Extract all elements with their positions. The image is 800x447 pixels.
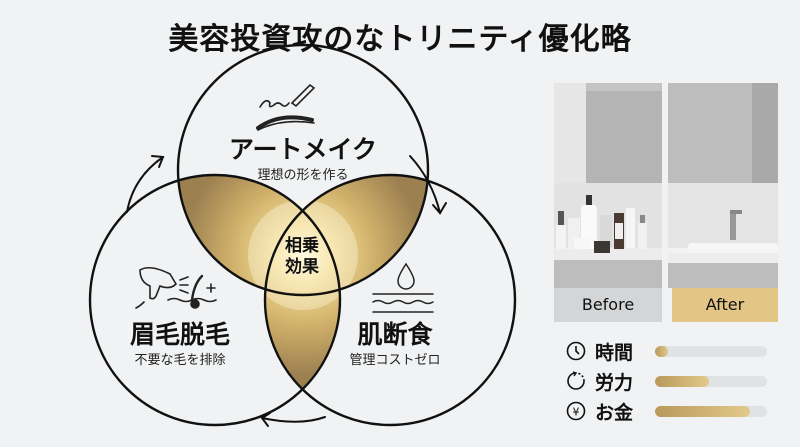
cycle-arrow-icon bbox=[126, 155, 447, 427]
venn-top-label: アートメイク 理想の形を作る bbox=[203, 135, 403, 185]
metric-money-bar bbox=[655, 406, 767, 417]
synergy-label: 相乗 効果 bbox=[285, 236, 319, 277]
before-photo bbox=[554, 83, 662, 288]
refresh-cycle-icon bbox=[565, 370, 587, 392]
metric-time-label: 時間 bbox=[595, 341, 634, 364]
art-make-subtitle: 理想の形を作る bbox=[257, 168, 349, 183]
skin-fast-heading: 肌断食 bbox=[357, 320, 433, 349]
brow-wax-subtitle: 不要な毛を排除 bbox=[134, 353, 226, 368]
metric-effort: 労力 bbox=[565, 368, 649, 394]
after-photo bbox=[668, 83, 778, 288]
svg-text:¥: ¥ bbox=[573, 406, 580, 419]
venn-left-label: 眉毛脱毛 不要な毛を排除 bbox=[100, 320, 260, 370]
before-label: Before bbox=[554, 288, 662, 322]
circle-skin-fast bbox=[263, 173, 517, 427]
metric-money: ¥ お金 bbox=[565, 398, 649, 424]
clock-icon bbox=[565, 340, 587, 362]
venn-right-label: 肌断食 管理コストゼロ bbox=[330, 320, 460, 370]
metric-money-label: お金 bbox=[595, 401, 634, 424]
metric-time: 時間 bbox=[565, 338, 649, 364]
metric-effort-label: 労力 bbox=[595, 371, 634, 394]
eyebrow-pen-icon bbox=[256, 83, 316, 131]
circle-brow-wax bbox=[88, 173, 342, 427]
page-title: 美容投資攻のなトリニティ優化略 bbox=[168, 22, 632, 57]
metric-effort-bar bbox=[655, 376, 767, 387]
hair-removal-device-icon bbox=[135, 266, 217, 309]
after-label: After bbox=[672, 288, 778, 322]
circle-art-make bbox=[176, 43, 430, 297]
skin-water-drop-icon bbox=[372, 262, 434, 313]
yen-icon: ¥ bbox=[565, 400, 587, 422]
brow-wax-heading: 眉毛脱毛 bbox=[129, 320, 230, 349]
metric-time-bar bbox=[655, 346, 767, 357]
art-make-heading: アートメイク bbox=[228, 135, 377, 164]
skin-fast-subtitle: 管理コストゼロ bbox=[349, 353, 441, 368]
